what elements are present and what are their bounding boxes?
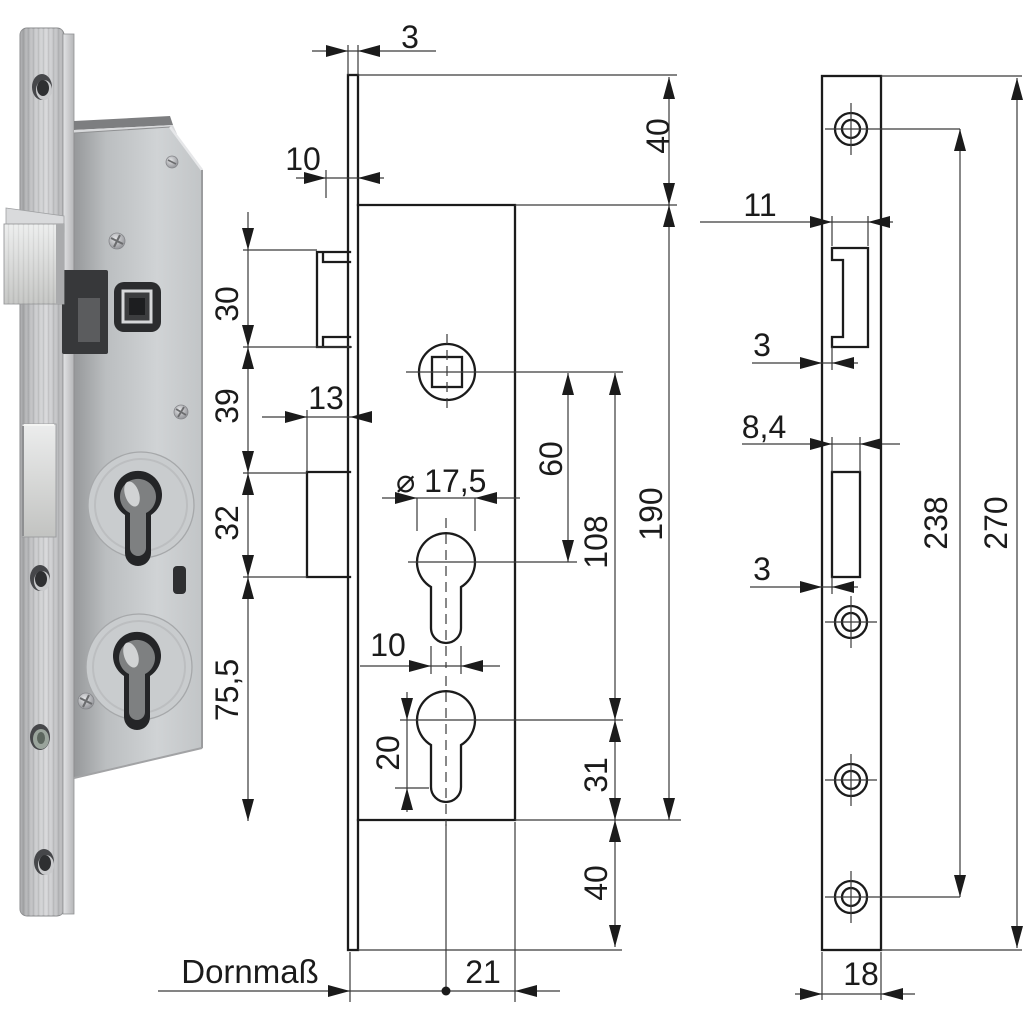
side-centerlines [400,371,623,721]
photo-cylinder-lower [85,613,193,730]
front-latch-cutout [830,246,870,349]
side-extension-lines [158,45,681,1002]
photo-latch-mech [78,298,100,342]
dim-gap-latch-deadbolt: 39 [209,388,245,424]
side-cylinder-upper [415,532,477,645]
side-faceplate [346,73,360,952]
photo-deadbolt [21,423,57,538]
dim-cyl-to-bottom: 31 [578,757,614,793]
side-centerlines-dashed [445,334,448,826]
dim-latch-height: 30 [209,286,245,322]
dim-deadbolt-height: 32 [209,505,245,541]
photo-cylinder-upper [87,451,195,566]
dim-latch-offset: 3 [753,327,771,363]
dim-margin-top: 40 [640,118,676,154]
side-case [356,203,517,822]
dim-margin-bottom: 40 [578,865,614,901]
dim-latch-cutout-width: 11 [743,187,776,223]
photo-case-screws [77,155,189,710]
dim-plate-width: 18 [843,956,879,992]
dim-profile-length: 20 [370,735,406,771]
side-arrowheads [242,45,675,997]
front-arrowheads [800,78,1023,1000]
photo-follower [114,282,161,332]
dim-deadbolt-throw: 13 [308,380,344,416]
dim-axis-to-edge: 21 [465,954,501,990]
dim-hole-spacing: 238 [918,496,954,549]
photo-screw-hole [30,724,50,750]
dim-follower-to-cyl: 60 [533,441,569,477]
dim-plate-thickness: 3 [401,19,419,55]
dim-bolt-slot-offset: 3 [753,551,771,587]
side-view: 3 10 40 30 39 32 75,5 13 ⌀ 17,5 60 108 1… [158,19,681,1002]
side-cylinder-lower [415,690,477,804]
front-plate [820,74,883,952]
dim-lower-section: 75,5 [209,659,245,721]
product-photo [3,27,204,917]
dim-profile-width: 10 [370,627,406,663]
side-latch-cutout [315,250,352,349]
side-deadbolt-cutout [305,470,352,579]
dim-latch-protrusion: 10 [285,141,321,177]
photo-latch-bolt [3,207,65,305]
backset-label: Dornmaß [181,953,319,990]
photo-slot [173,566,186,594]
front-bolt-slot [830,470,862,579]
photo-screw-hole [30,565,50,591]
dim-bolt-slot-width: 8,4 [742,409,786,445]
dim-cyl-spacing: 108 [578,515,614,568]
dim-plate-length: 270 [978,496,1014,549]
photo-screw-hole [32,74,52,100]
photo-screw-hole [34,849,54,875]
dim-cylinder-dia: ⌀ 17,5 [396,463,486,499]
front-view: 11 3 8,4 3 238 270 18 [700,74,1023,1000]
dim-case-height: 190 [633,487,669,540]
